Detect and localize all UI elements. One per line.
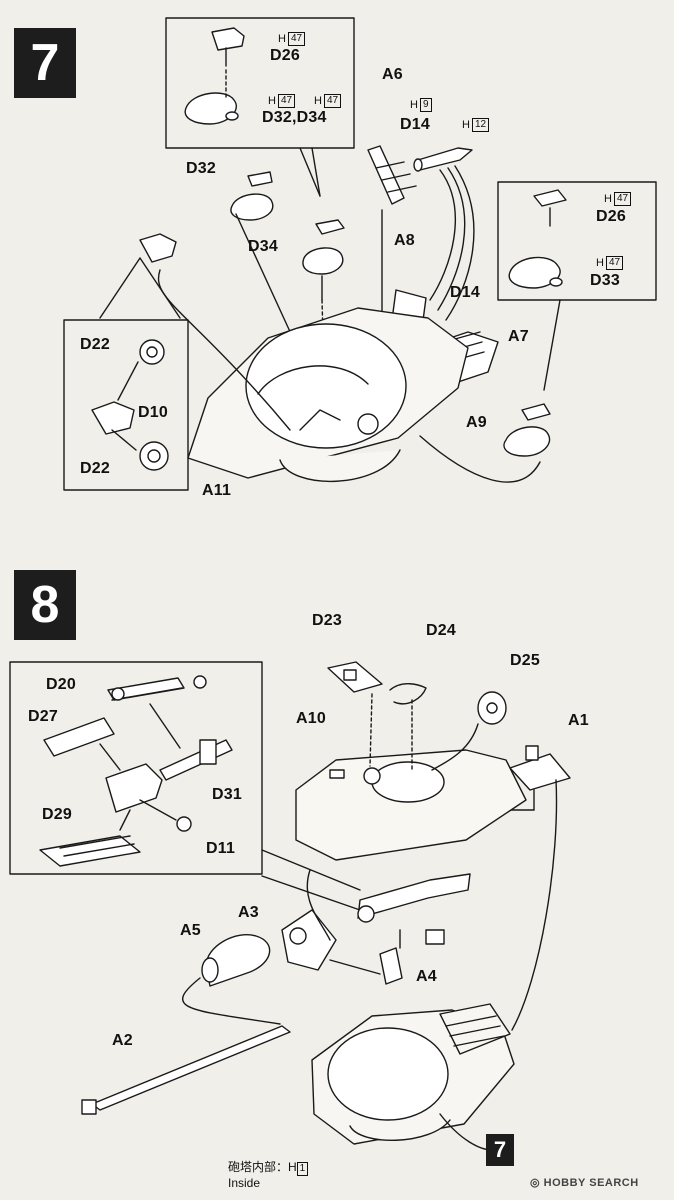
label-d22-top: D22 (80, 336, 110, 353)
label-a5: A5 (180, 922, 201, 939)
hatch-lid-right (508, 256, 563, 289)
gun-d11 (176, 816, 192, 832)
watermark-logo-icon: ◎ (530, 1177, 544, 1189)
shell-d14 (413, 147, 473, 172)
label-d26-right: D26 (596, 208, 626, 225)
label-d26-top: D26 (270, 47, 300, 64)
gun-block (105, 763, 163, 813)
mantlet-a3 (281, 909, 337, 971)
label-d22-bottom: D22 (80, 460, 110, 477)
periscope-d22-bottom (139, 441, 169, 471)
hatch-d32 (230, 171, 274, 221)
hatch-assembled-right (503, 403, 551, 457)
step-8-badge: 8 (14, 570, 76, 640)
detail-frame-right (497, 181, 657, 301)
label-d24: D24 (426, 622, 456, 639)
ring-d24 (389, 683, 427, 705)
gun-barrel-a2 (81, 1025, 291, 1115)
label-d34: D34 (248, 238, 278, 255)
step-7-reference-badge: 7 (486, 1134, 514, 1166)
vision-block-d23 (327, 661, 383, 693)
detail-frame-gun (9, 661, 263, 875)
hatch-handle-right (533, 189, 567, 227)
inside-note-code: 1 (296, 1162, 309, 1176)
label-d29: D29 (42, 806, 72, 823)
label-a11: A11 (202, 482, 232, 499)
gun-d29 (39, 835, 141, 867)
part-a4 (379, 947, 403, 985)
inside-note-jp: 砲塔内部：H (228, 1160, 297, 1174)
turret-floor-a11 (187, 307, 469, 483)
gun-assembly (357, 873, 471, 923)
periscope-d10 (91, 401, 135, 435)
gun-d27 (43, 717, 115, 757)
label-a4: A4 (416, 968, 437, 985)
label-a10: A10 (296, 710, 326, 727)
hatch-lid-part (184, 92, 239, 125)
label-a9: A9 (466, 414, 487, 431)
step-7-number: 7 (30, 34, 60, 92)
detail-frame-left (63, 319, 189, 491)
label-d27: D27 (28, 708, 58, 725)
mantlet-a5 (201, 934, 271, 987)
label-d31: D31 (212, 786, 242, 803)
turret-top-a10 (295, 749, 527, 861)
gun-d31 (159, 739, 233, 781)
ammo-rack-a6 (367, 145, 417, 205)
inside-note-en: Inside (228, 1176, 261, 1190)
hobby-search-watermark: ◎ HOBBY SEARCH (530, 1177, 639, 1189)
paint-icon (425, 929, 445, 945)
label-d33: D33 (590, 272, 620, 289)
label-d32-d34: D32,D34 (262, 109, 327, 126)
label-a6: A6 (382, 66, 403, 83)
label-d14-mid: D14 (450, 284, 480, 301)
label-a3: A3 (238, 904, 259, 921)
turret-assembled (311, 1003, 515, 1145)
hatch-d34 (302, 219, 345, 301)
cupola-d25 (477, 691, 507, 725)
hatch-handle-part (211, 27, 245, 67)
label-d14-top: D14 (400, 116, 430, 133)
gun-d20 (107, 675, 207, 701)
detail-frame-top (165, 17, 355, 149)
label-a1: A1 (568, 712, 589, 729)
label-d20: D20 (46, 676, 76, 693)
label-a8: A8 (394, 232, 415, 249)
periscope-d22-top (139, 339, 165, 365)
label-d32: D32 (186, 160, 216, 177)
label-d10: D10 (138, 404, 168, 421)
label-d25: D25 (510, 652, 540, 669)
step-7-reference-number: 7 (493, 1137, 507, 1162)
label-d23: D23 (312, 612, 342, 629)
step-8-number: 8 (30, 576, 60, 634)
step-7-badge: 7 (14, 28, 76, 98)
label-a2: A2 (112, 1032, 133, 1049)
label-d11: D11 (206, 840, 236, 857)
label-a7: A7 (508, 328, 529, 345)
periscope-assembled (139, 233, 177, 263)
mount-a1 (509, 745, 571, 791)
